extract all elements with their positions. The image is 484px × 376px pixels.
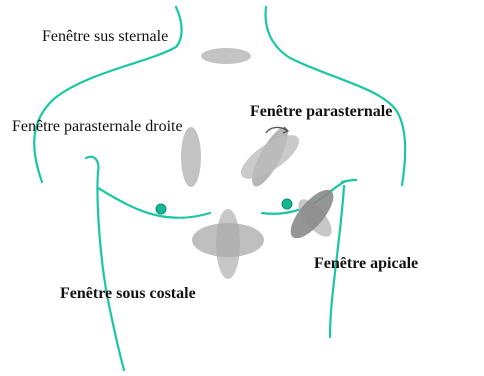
- label-apical-window: Fenêtre apicale: [314, 256, 418, 272]
- suprasternal-plane: [201, 48, 251, 64]
- label-suprasternal-window: Fenêtre sus sternale: [42, 29, 168, 45]
- costal-arch-left: [98, 188, 210, 218]
- parasternal-short-axis-plane: [235, 127, 306, 187]
- circle-dot-icon: [156, 204, 166, 214]
- rib-margin-left: [86, 157, 124, 370]
- label-right-parasternal-window: Fenêtre parasternale droite: [12, 119, 183, 135]
- right-parasternal-plane: [181, 127, 201, 187]
- label-parasternal-window: Fenêtre parasternale: [250, 104, 392, 120]
- apical-plane-front: [284, 183, 341, 244]
- circle-dot-icon: [282, 199, 292, 209]
- subcostal-horizontal-plane: [192, 223, 264, 257]
- label-subcostal-window: Fenêtre sous costale: [60, 286, 196, 302]
